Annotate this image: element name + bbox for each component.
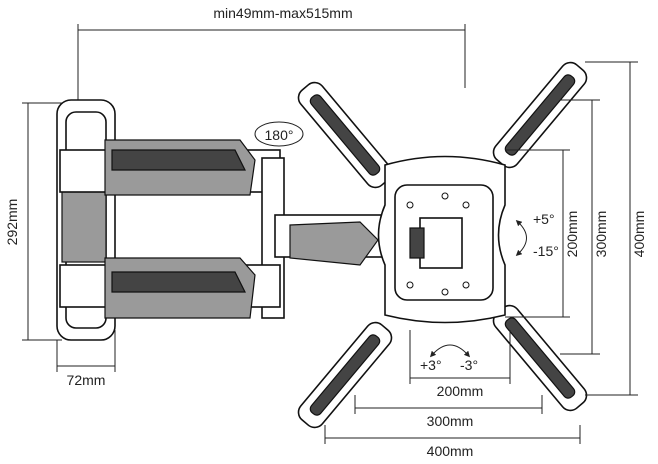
tv-bracket-plate	[377, 155, 506, 324]
rotation-indicator: +3° -3°	[420, 344, 478, 373]
wall-plate-width-label: 72mm	[67, 372, 106, 388]
vesa-vertical-400: 400mm	[631, 211, 647, 258]
middle-arm	[274, 214, 386, 266]
vesa-vertical-300: 300mm	[593, 211, 609, 258]
tilt-indicator: +5° -15°	[515, 211, 559, 259]
upper-arm	[59, 139, 285, 319]
tilt-down-label: -15°	[533, 243, 559, 259]
rotate-left-label: +3°	[420, 357, 442, 373]
wall-plate-height-dimension: 292mm	[4, 102, 62, 341]
wall-plate-height-label: 292mm	[4, 199, 20, 246]
vesa-horizontal-300: 300mm	[427, 413, 474, 429]
vesa-vertical-200: 200mm	[564, 211, 580, 258]
swivel-indicator: 180°	[254, 121, 304, 147]
extension-label: min49mm-max515mm	[213, 5, 352, 21]
vesa-horizontal-dimensions: 200mm 300mm 400mm	[324, 330, 581, 459]
vesa-horizontal-400: 400mm	[427, 443, 474, 459]
vesa-vertical-dimensions: 200mm 300mm 400mm	[505, 61, 647, 396]
tilt-up-label: +5°	[533, 211, 555, 227]
vesa-arms	[297, 61, 588, 429]
vesa-horizontal-200: 200mm	[437, 383, 484, 399]
extension-dimension: min49mm-max515mm	[77, 5, 466, 100]
lower-arm	[59, 257, 281, 319]
rotate-right-label: -3°	[460, 357, 478, 373]
wall-plate-width-dimension: 72mm	[56, 330, 116, 388]
swivel-label: 180°	[265, 127, 294, 143]
